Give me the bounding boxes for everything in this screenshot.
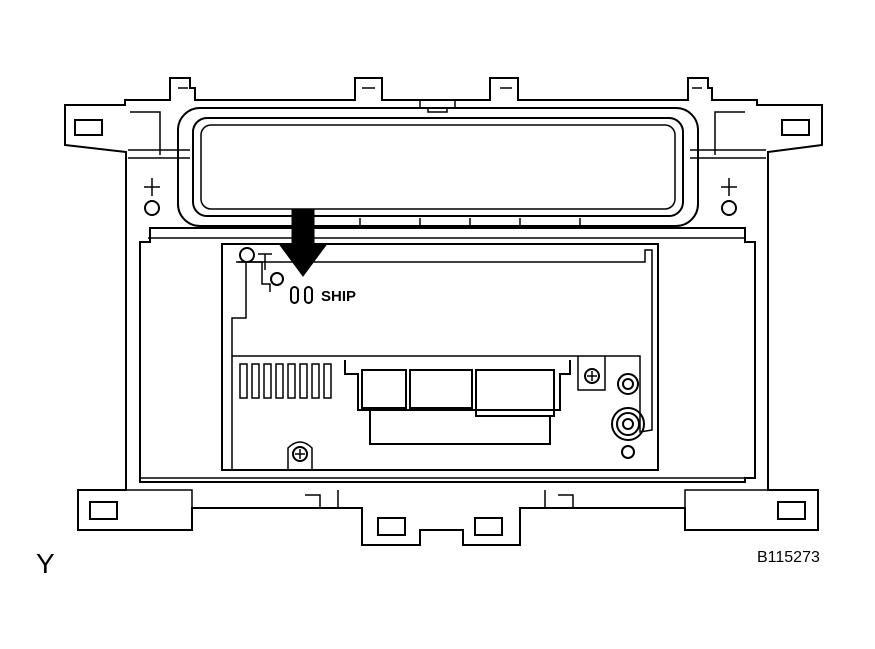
outer-frame [64,77,823,546]
direction-arrow [279,209,327,277]
ship-label: SHIP [321,288,356,305]
ecu-module [221,243,659,471]
view-label: Y [36,548,55,579]
figure-code: B115273 [757,549,820,566]
inner-panel [139,227,756,483]
display-opening [177,107,699,227]
